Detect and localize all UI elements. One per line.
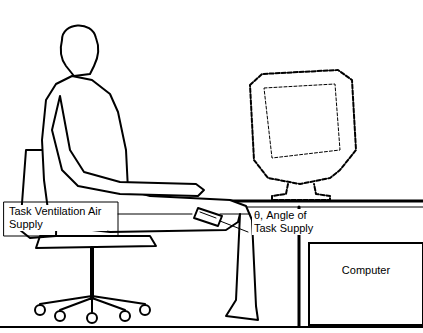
chair-post xyxy=(90,248,94,298)
chair-base xyxy=(40,296,145,312)
angle-label: θ, Angle of Task Supply xyxy=(252,209,330,235)
computer-box: Computer xyxy=(308,242,423,326)
supply-label: Task Ventilation Air Supply xyxy=(7,205,107,231)
floor-line xyxy=(0,326,423,328)
head xyxy=(61,25,98,76)
body xyxy=(42,76,258,320)
angle-reference xyxy=(220,214,250,215)
monitor-stand xyxy=(272,184,330,200)
monitor-screen xyxy=(264,84,340,158)
chair-wheels xyxy=(35,305,150,323)
label-frame xyxy=(4,202,118,236)
task-supply-nozzle xyxy=(194,208,222,226)
leader-line xyxy=(118,214,192,215)
seated-person xyxy=(42,25,258,320)
nozzle-slot xyxy=(200,212,216,218)
chair-seat xyxy=(36,236,156,248)
monitor xyxy=(250,70,356,184)
box-label: Computer xyxy=(310,264,422,277)
arm xyxy=(52,96,204,196)
angle-direction xyxy=(220,221,248,232)
